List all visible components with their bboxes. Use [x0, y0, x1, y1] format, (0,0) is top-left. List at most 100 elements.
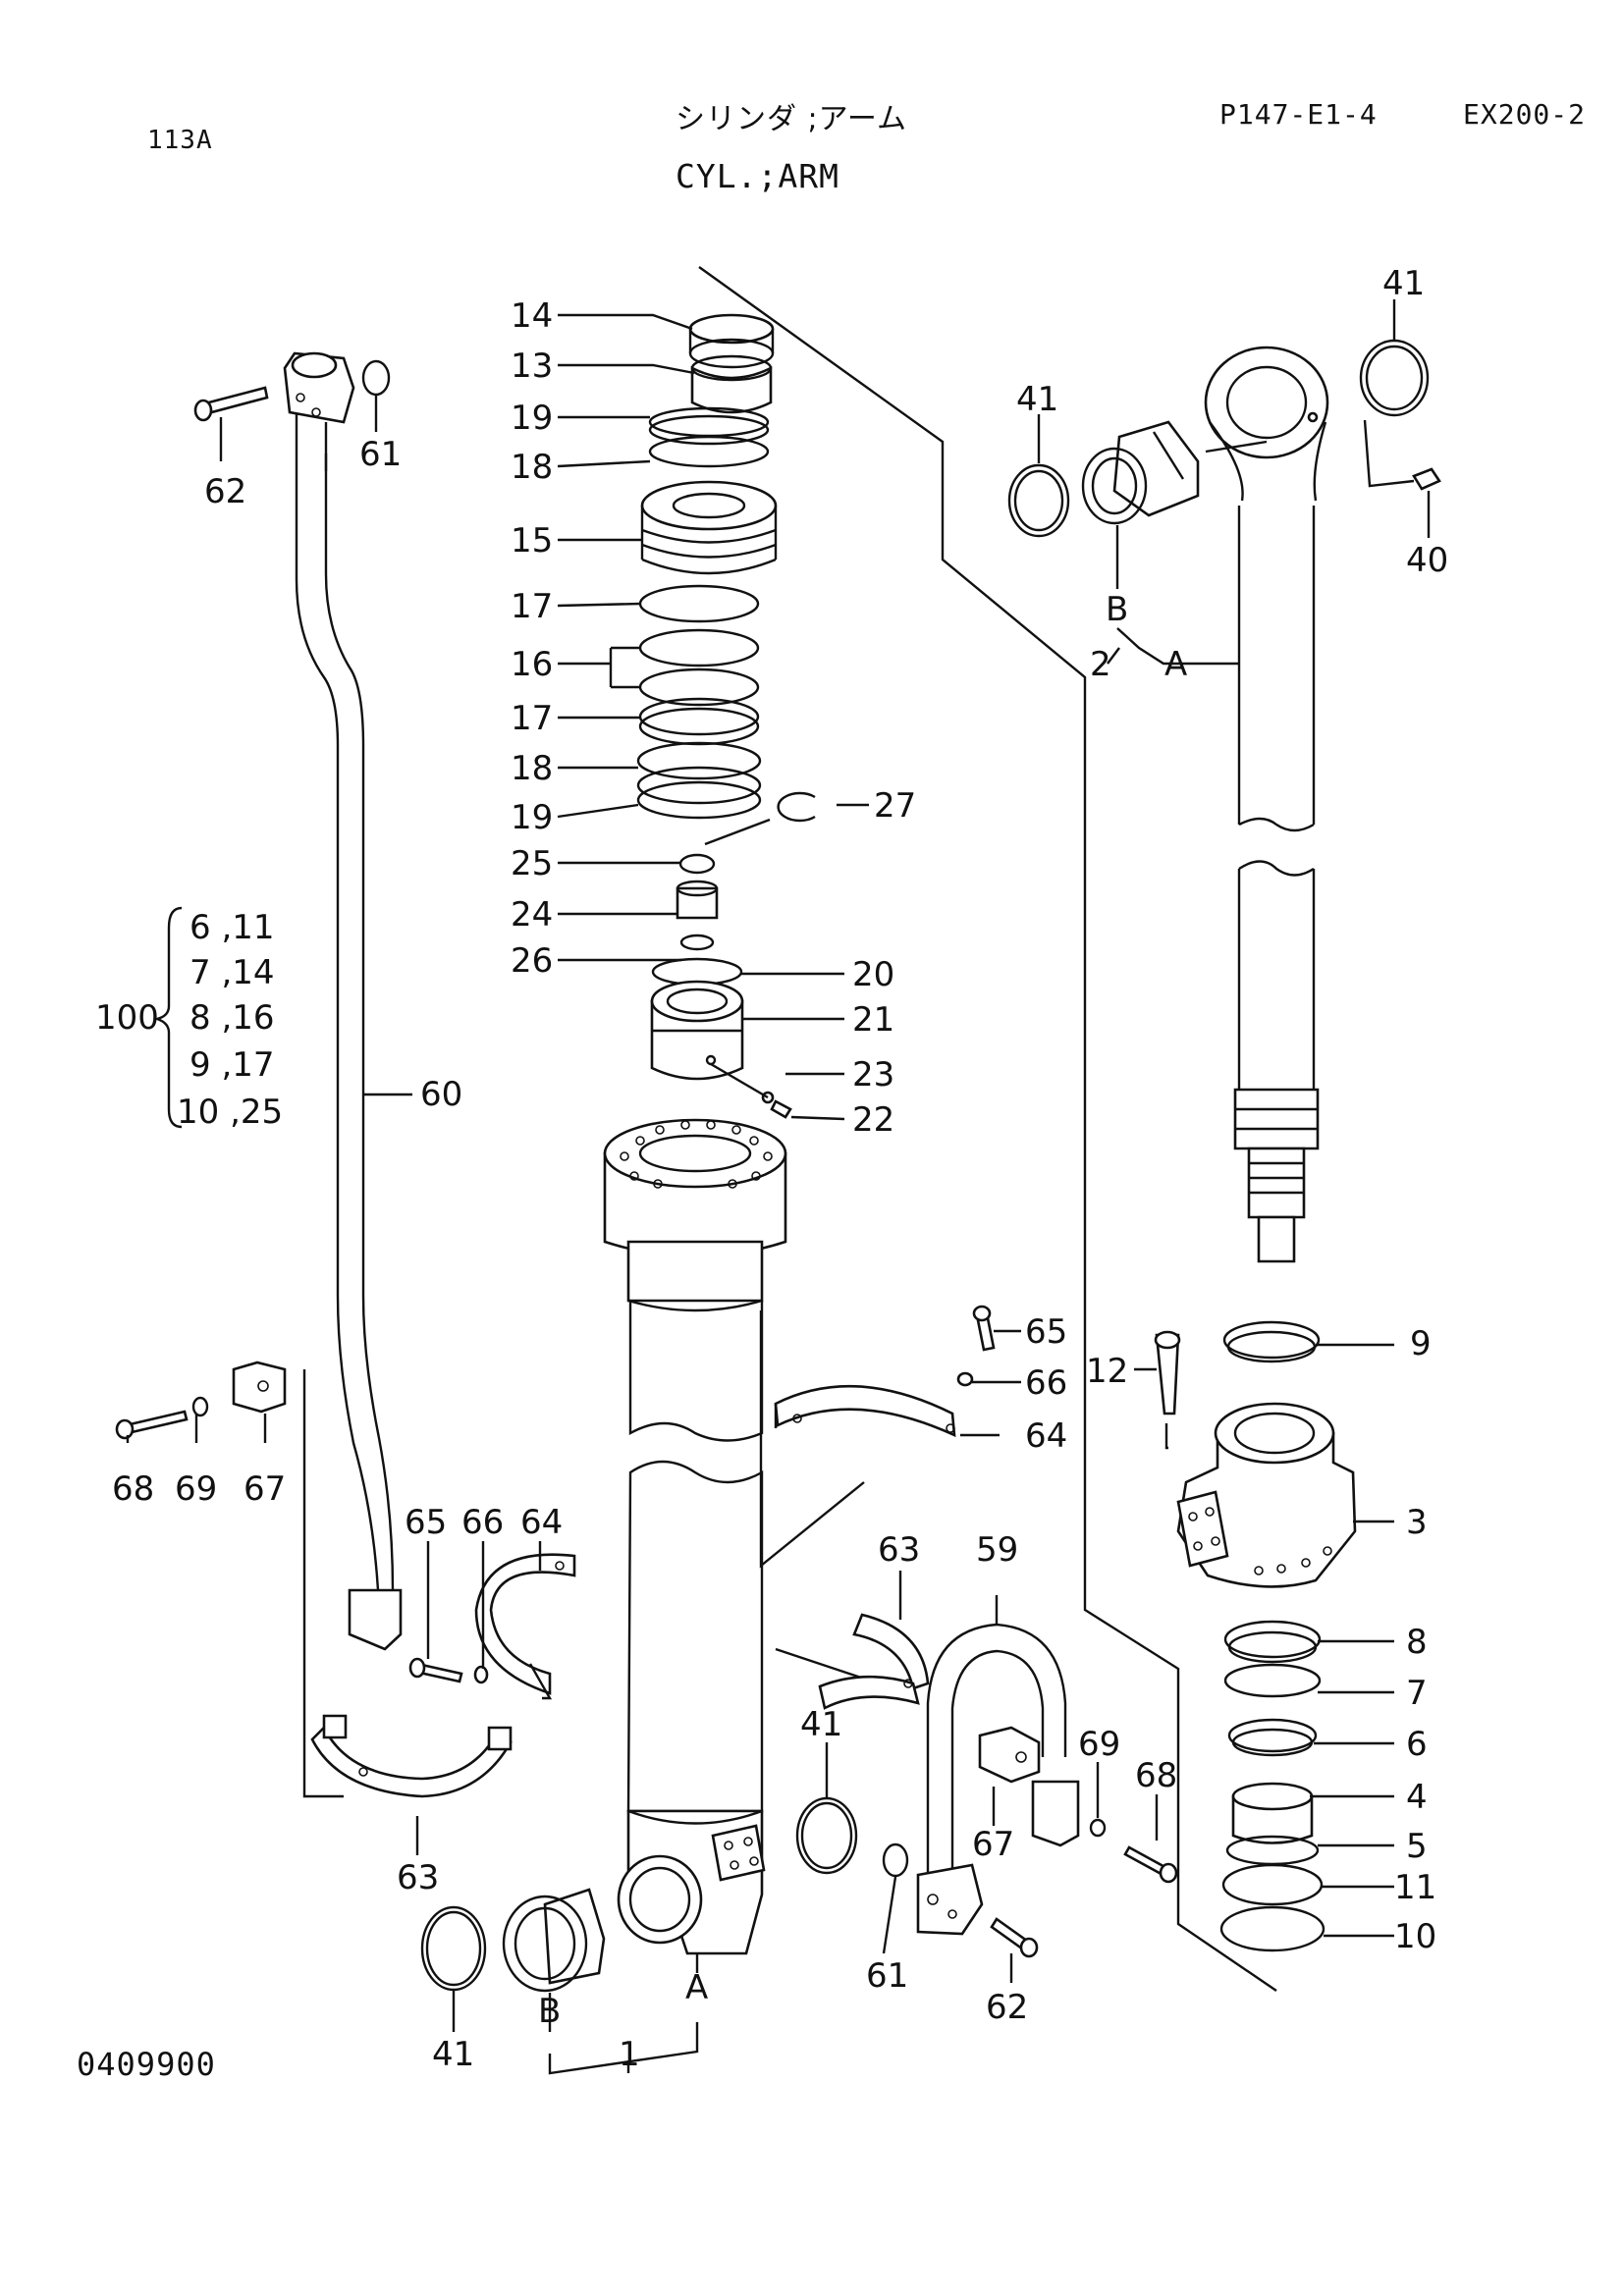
callout-11: 11	[1394, 1868, 1436, 1907]
callout-64: 64	[520, 1503, 563, 1542]
callout-7: 7	[1406, 1674, 1428, 1713]
callout-A: A	[685, 1968, 708, 2007]
callout-17: 17	[511, 699, 553, 738]
part-3-gland	[1176, 1402, 1357, 1588]
callout-10: 10	[1394, 1917, 1436, 1956]
callout-19: 19	[511, 798, 553, 837]
part-2-piston-rod	[1204, 346, 1329, 1263]
callout-68: 68	[1135, 1756, 1177, 1795]
part-61-ring-bottom	[882, 1842, 909, 1878]
callout-labels: 14 13 19 18 15 17 16 17 18 19 27 25 24 2…	[95, 264, 1448, 2074]
callout-41: 41	[432, 2035, 474, 2074]
part-4-bushing	[1231, 1782, 1314, 1844]
part-B-bushing-upper	[1081, 420, 1200, 525]
part-60-pipe	[295, 412, 403, 1651]
title-japanese: シリンダ ;アーム	[676, 102, 907, 136]
callout-A: A	[1164, 645, 1187, 684]
part-19-backup-ring	[648, 406, 770, 446]
cylinder-head-flange	[603, 1118, 787, 1258]
callout-61: 61	[359, 435, 402, 474]
kit-brace	[152, 906, 183, 1129]
part-8-ring	[1223, 1620, 1322, 1664]
kit-row-4: 9 ,17	[189, 1045, 275, 1085]
callout-41: 41	[800, 1705, 842, 1744]
callout-15: 15	[511, 521, 553, 561]
kit-row-2: 7 ,14	[189, 953, 275, 992]
callout-22: 22	[852, 1100, 894, 1140]
part-41-ring-bottom-left	[420, 1905, 487, 1992]
part-12-bolt	[1154, 1330, 1181, 1450]
callout-63: 63	[397, 1858, 439, 1897]
callout-40: 40	[1406, 541, 1448, 580]
callout-12: 12	[1086, 1352, 1128, 1391]
callout-68: 68	[112, 1469, 154, 1509]
callout-21: 21	[852, 1000, 894, 1040]
callout-59: 59	[976, 1530, 1018, 1570]
part-B-bushing-lower	[502, 1888, 606, 1993]
callout-24: 24	[511, 895, 553, 934]
callout-62: 62	[986, 1988, 1028, 2027]
callout-4: 4	[1406, 1778, 1428, 1817]
reference-code: P147-E1-4	[1219, 98, 1378, 131]
part-27-snap-ring	[777, 791, 816, 823]
part-64-clamp-lower	[474, 1553, 576, 1700]
title-english: CYL.;ARM	[676, 157, 839, 195]
callout-B: B	[538, 1992, 561, 2031]
part-63-clamp-right	[818, 1613, 930, 1710]
callout-16: 16	[511, 645, 553, 684]
callout-14: 14	[511, 296, 553, 336]
callout-18: 18	[511, 448, 553, 487]
cylinder-tube-upper	[626, 1240, 764, 1442]
part-67-block-left	[232, 1361, 287, 1414]
part-21-nut	[650, 980, 744, 1081]
part-63-clamp-left	[310, 1714, 513, 1798]
callout-17: 17	[511, 587, 553, 626]
pipe-flange-block-top	[283, 351, 355, 424]
leader-lines	[126, 299, 1431, 2075]
part-11-ring	[1221, 1863, 1324, 1906]
part-68-bolt-right	[1123, 1845, 1178, 1884]
callout-41: 41	[1382, 264, 1425, 303]
callout-9: 9	[1410, 1324, 1432, 1363]
part-62-bolt-top	[193, 386, 269, 422]
callout-3: 3	[1406, 1503, 1428, 1542]
callout-20: 20	[852, 955, 894, 994]
part-41-ring-middle	[795, 1796, 858, 1875]
callout-62: 62	[204, 472, 246, 511]
part-6-ring	[1227, 1718, 1318, 1757]
callout-1: 1	[619, 2035, 640, 2074]
callout-5: 5	[1406, 1827, 1428, 1866]
callout-19: 19	[511, 399, 553, 438]
callout-66: 66	[1025, 1363, 1067, 1403]
callout-69: 69	[1078, 1725, 1120, 1764]
part-40-grease-fitting	[1363, 419, 1441, 491]
callout-69: 69	[175, 1469, 217, 1509]
callout-66: 66	[461, 1503, 504, 1542]
callout-6: 6	[1406, 1725, 1428, 1764]
callout-67: 67	[243, 1469, 286, 1509]
callout-25: 25	[511, 844, 553, 883]
leader-rod-to-bushing	[1205, 440, 1268, 454]
callout-60: 60	[420, 1075, 462, 1114]
part-65-66-bolt-lower	[408, 1657, 489, 1684]
callout-B: B	[1106, 590, 1128, 629]
part-18-19-ring-stack	[636, 741, 762, 820]
part-41-ring-top-right	[1359, 339, 1430, 417]
part-64-clamp-upper	[774, 1384, 956, 1438]
kit-row-5: 10 ,25	[177, 1093, 283, 1132]
callout-18: 18	[511, 749, 553, 788]
callout-23: 23	[852, 1055, 894, 1095]
part-65-66-bolt-upper	[956, 1305, 996, 1387]
assembly-boundary-lines	[302, 266, 1277, 1992]
part-69-washer-right	[1089, 1818, 1107, 1838]
part-41-ring-upper-left	[1007, 463, 1070, 538]
callout-63: 63	[878, 1530, 920, 1570]
part-69-washer-left	[191, 1396, 209, 1417]
page-code: 113A	[147, 126, 213, 155]
callout-8: 8	[1406, 1623, 1428, 1662]
part-10-ring	[1219, 1905, 1325, 1952]
callout-65: 65	[1025, 1312, 1067, 1352]
cylinder-tube-lower	[626, 1460, 764, 1813]
callout-26: 26	[511, 941, 553, 981]
